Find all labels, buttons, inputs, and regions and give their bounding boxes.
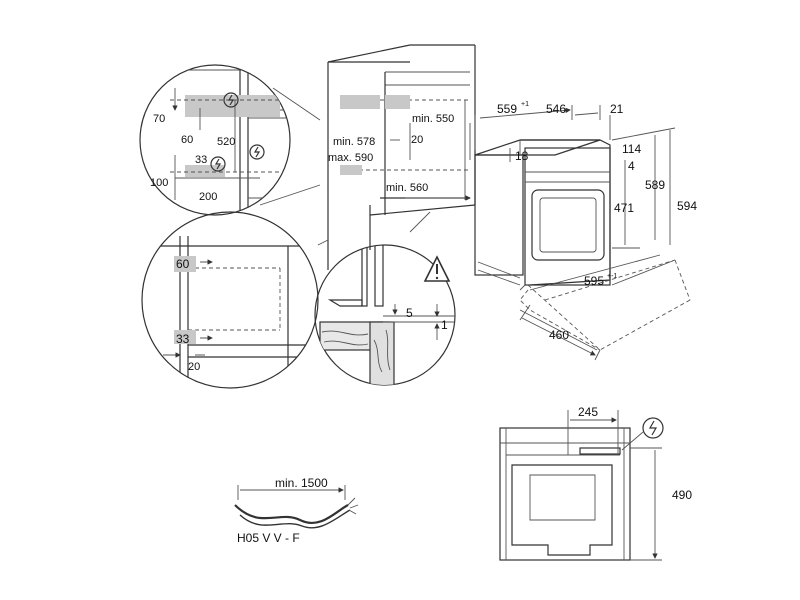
power-socket-icon [249,144,265,160]
dim-70: 70 [153,113,165,125]
dim-33-left: 33 [176,332,190,346]
dim-min-550: min. 550 [412,113,454,125]
dim-559-tolerance: +1 [521,101,529,108]
dim-559: 559 [497,102,517,116]
dim-114: 114 [622,142,641,156]
dim-595: 595 [584,274,604,288]
dim-520: 520 [217,136,235,148]
dim-559-value: 559 [497,102,517,116]
detail-circle-right: 5 1 [314,211,456,386]
dim-471: 471 [614,201,634,215]
oven-perspective: 559 +1 546 21 18 114 4 471 589 594 595 +… [474,101,697,361]
dim-60-left: 60 [176,257,190,271]
cabinet-drawing: min. 578 max. 590 min. 550 20 min. 560 [327,44,476,270]
dim-546: 546 [546,102,566,116]
power-socket-icon [223,92,239,108]
warning-triangle-icon [423,255,451,282]
dim-21: 21 [610,102,624,116]
dim-33: 33 [195,154,207,166]
detail-circle-top: 70 60 520 33 100 200 [139,64,321,216]
dim-200: 200 [199,191,217,203]
dim-20-left: 20 [188,361,200,373]
power-socket-icon [210,156,226,172]
dim-490: 490 [672,488,692,502]
cable-drawing: min. 1500 H05 V V - F [234,476,359,545]
dim-max-590: max. 590 [328,152,373,164]
dim-595-value: 595 [584,274,604,288]
dim-60: 60 [181,134,193,146]
cable-type-label: H05 V V - F [237,531,300,545]
dim-100: 100 [150,177,168,189]
dim-460: 460 [549,328,569,342]
dim-589: 589 [645,178,665,192]
dim-min-560: min. 560 [386,182,428,194]
dim-4: 4 [628,159,635,173]
dim-18: 18 [515,149,529,163]
dim-5: 5 [406,306,413,320]
cable-length-label: min. 1500 [275,476,328,490]
front-view-drawing: 245 490 [499,405,692,561]
dim-min-578: min. 578 [333,136,375,148]
dim-245: 245 [578,405,598,419]
dim-594: 594 [677,199,697,213]
detail-circle-left: 60 33 20 [141,211,329,389]
dim-20-cabinet: 20 [411,134,423,146]
dim-1: 1 [441,318,448,332]
dim-595-tolerance: +-1 [607,273,617,280]
power-socket-icon [642,417,664,439]
